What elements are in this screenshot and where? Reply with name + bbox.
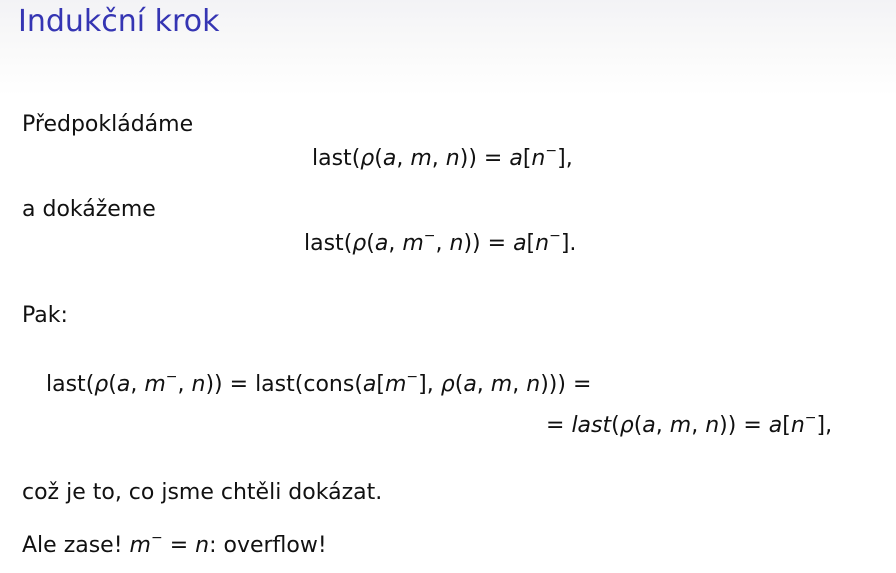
paragraph-prove: a dokážeme — [22, 197, 156, 222]
paragraph-conclusion: což je to, co jsme chtěli dokázat. — [22, 480, 383, 505]
equation-goal: last(ρ(a, m−, n)) = a[n−]. — [304, 228, 577, 256]
paragraph-assume: Předpokládáme — [22, 112, 194, 137]
slide-title: Indukční krok — [18, 4, 220, 39]
equation-hypothesis: last(ρ(a, m, n)) = a[n−], — [312, 143, 573, 171]
derivation-line-1: last(ρ(a, m−, n)) = last(cons(a[m−], ρ(a… — [46, 369, 592, 397]
title-band — [0, 0, 896, 96]
derivation-line-2: = last(ρ(a, m, n)) = a[n−], — [546, 410, 833, 438]
paragraph-then: Pak: — [22, 303, 68, 328]
paragraph-overflow: Ale zase! m− = n: overflow! — [22, 530, 327, 558]
